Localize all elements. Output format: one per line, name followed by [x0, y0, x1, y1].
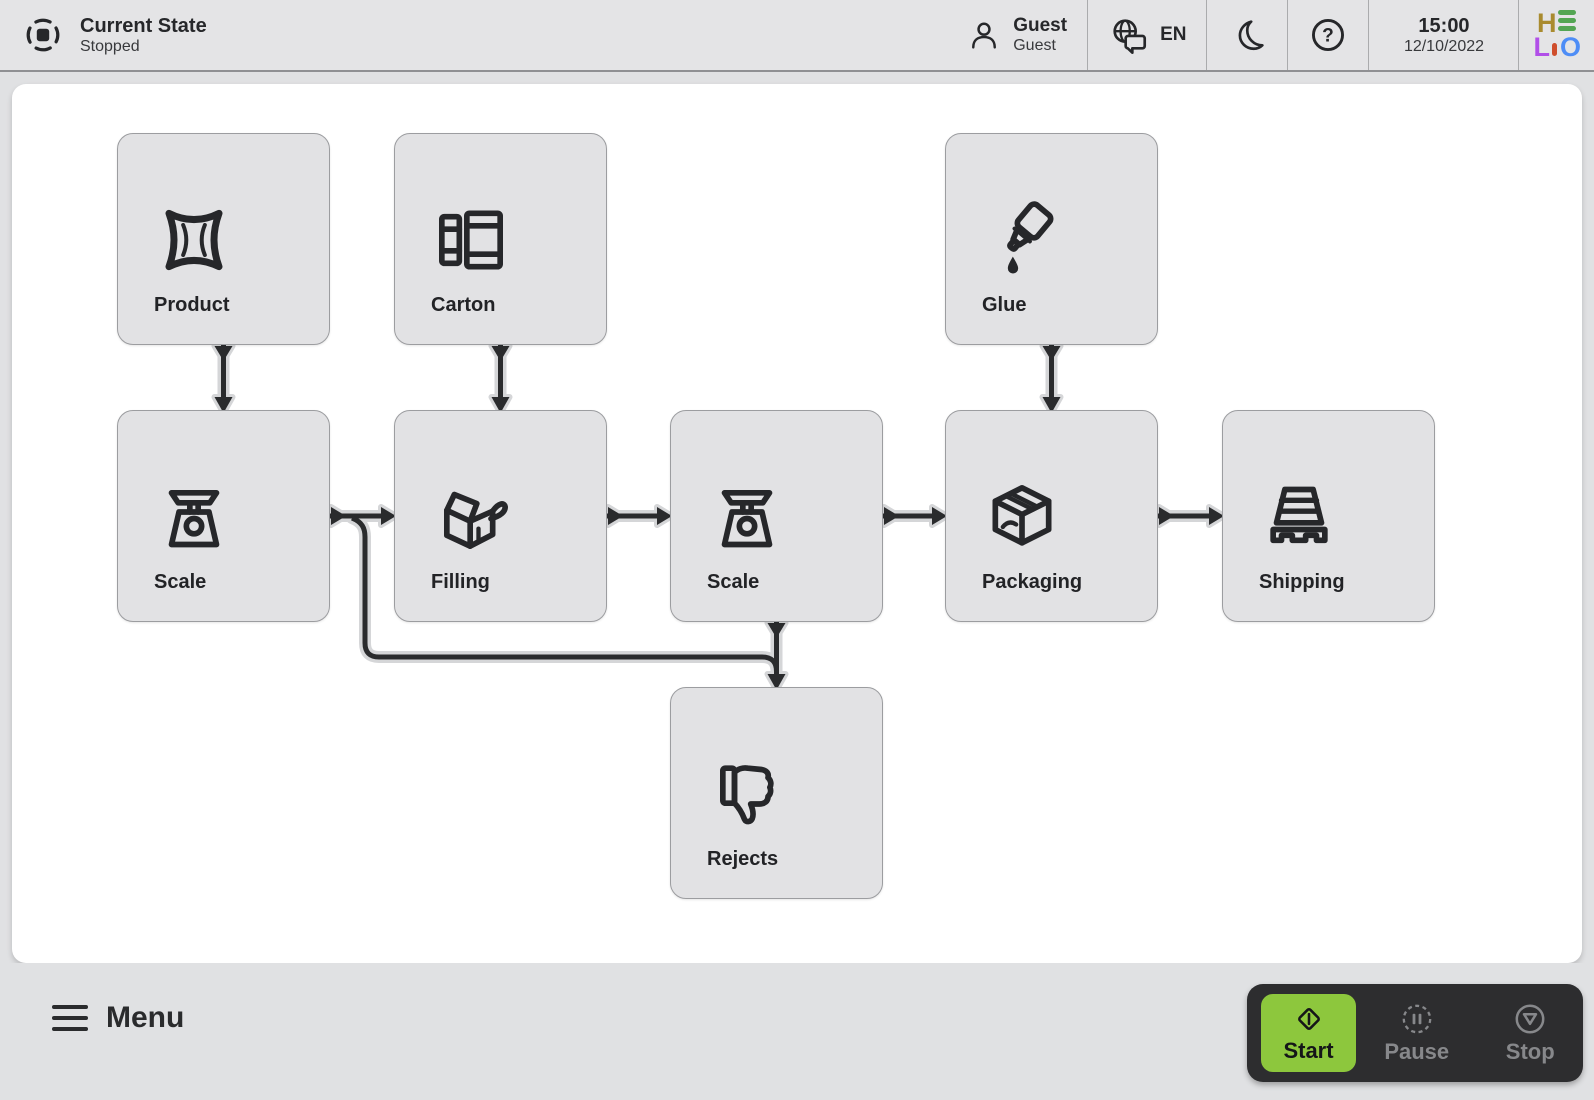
- pallet-icon: [1270, 486, 1328, 544]
- user-name: Guest: [1013, 15, 1068, 37]
- user-role: Guest: [1013, 36, 1056, 54]
- node-shipping[interactable]: Shipping: [1222, 410, 1435, 622]
- pause-button[interactable]: Pause: [1356, 994, 1477, 1072]
- machine-state: Current State Stopped: [0, 0, 207, 70]
- pause-circle-icon: [1402, 1004, 1432, 1033]
- logo-letter-h: H: [1536, 8, 1556, 39]
- carton-blank-icon: [439, 210, 503, 270]
- menu-button[interactable]: Menu: [52, 1001, 184, 1035]
- thumbs-down-icon: [720, 765, 774, 825]
- logo-letter-o: O: [1559, 32, 1581, 63]
- stop-state-icon: [26, 18, 60, 52]
- node-label: Scale: [154, 571, 207, 593]
- flow-diagram-edges: [211, 339, 1227, 693]
- flow-canvas: Product Carton Glue Scal: [12, 84, 1582, 963]
- start-button[interactable]: Start: [1261, 994, 1356, 1072]
- dark-mode-toggle[interactable]: [1206, 0, 1287, 70]
- help-button[interactable]: ?: [1287, 0, 1368, 70]
- node-packaging[interactable]: Packaging: [945, 410, 1158, 622]
- menu-label: Menu: [106, 1001, 185, 1034]
- stop-button[interactable]: Stop: [1477, 994, 1583, 1072]
- hamburger-icon: [52, 1005, 88, 1031]
- edge-scale1-rejects-bypass: [350, 515, 779, 678]
- node-scale-2[interactable]: Scale: [670, 410, 883, 622]
- logo-letter-l: L: [1533, 32, 1549, 63]
- state-value: Stopped: [80, 37, 140, 55]
- node-label: Rejects: [707, 848, 779, 870]
- open-box-icon: [444, 491, 508, 549]
- node-carton[interactable]: Carton: [394, 133, 607, 345]
- logo-e-bars-icon: [1558, 10, 1577, 32]
- logo-i-bar-icon: [1551, 42, 1557, 56]
- time: 15:00: [1418, 15, 1470, 37]
- start-label: Start: [1283, 1037, 1334, 1063]
- language-code: EN: [1160, 24, 1187, 45]
- node-label: Scale: [707, 571, 760, 593]
- node-rejects[interactable]: Rejects: [670, 687, 883, 899]
- node-label: Packaging: [982, 571, 1083, 593]
- glue-bottle-icon: [1007, 201, 1054, 274]
- pause-label: Pause: [1384, 1038, 1450, 1064]
- svg-text:?: ?: [1323, 25, 1335, 46]
- state-title: Current State: [80, 14, 207, 37]
- clock: 15:00 12/10/2022: [1368, 0, 1518, 70]
- date: 12/10/2022: [1403, 38, 1485, 55]
- user-menu[interactable]: Guest Guest: [945, 0, 1087, 70]
- node-label: Carton: [431, 294, 496, 316]
- language-selector[interactable]: EN: [1087, 0, 1206, 70]
- node-scale-1[interactable]: Scale: [117, 410, 330, 622]
- user-icon: [972, 22, 997, 49]
- stop-circle-icon: [1515, 1004, 1545, 1033]
- weighing-scale-icon: [168, 490, 220, 548]
- bottom-bar: Menu Start Pause Stop: [0, 963, 1594, 1100]
- stop-label: Stop: [1505, 1038, 1555, 1064]
- node-glue[interactable]: Glue: [945, 133, 1158, 345]
- top-status-bar: Current State Stopped Guest Guest EN: [0, 0, 1594, 72]
- helio-logo: H L O: [1518, 0, 1594, 70]
- node-label: Shipping: [1259, 571, 1345, 593]
- start-diamond-icon: [1297, 1007, 1320, 1030]
- node-filling[interactable]: Filling: [394, 410, 607, 622]
- node-label: Product: [154, 294, 230, 316]
- moon-icon: [1239, 20, 1265, 51]
- machine-control-panel: Start Pause Stop: [1247, 984, 1583, 1082]
- globe-chat-icon: [1113, 19, 1147, 54]
- node-label: Glue: [982, 294, 1027, 316]
- node-product[interactable]: Product: [117, 133, 330, 345]
- weighing-scale-icon: [721, 490, 773, 548]
- question-circle-icon: ?: [1312, 19, 1345, 51]
- product-bag-icon: [165, 209, 223, 271]
- sealed-box-icon: [992, 485, 1052, 546]
- node-label: Filling: [431, 571, 490, 593]
